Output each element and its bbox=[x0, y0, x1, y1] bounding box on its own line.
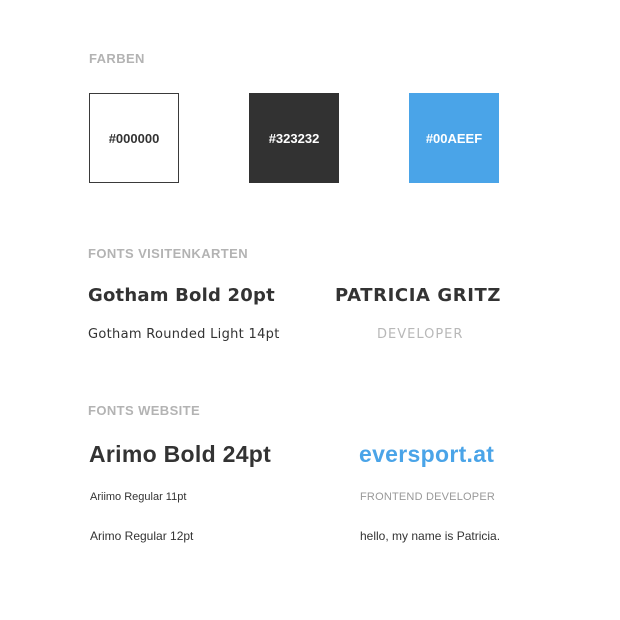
font-sample-gotham-bold: Gotham Bold 20pt bbox=[88, 285, 275, 306]
color-swatch-blue: #00AEEF bbox=[409, 93, 499, 183]
section-title-fonts-visitenkarten: FONTS VISITENKARTEN bbox=[88, 246, 248, 261]
website-brand-name: eversport.at bbox=[359, 441, 495, 467]
section-title-fonts-website: FONTS WEBSITE bbox=[88, 403, 201, 418]
business-card-name: PATRICIA GRITZ bbox=[335, 285, 502, 306]
font-sample-gotham-rounded-light: Gotham Rounded Light 14pt bbox=[88, 327, 280, 342]
font-sample-arimo-regular-12: Arimo Regular 12pt bbox=[90, 529, 194, 543]
business-card-role: DEVELOPER bbox=[377, 327, 464, 342]
website-role: FRONTEND DEVELOPER bbox=[360, 491, 496, 503]
swatch-label: #00AEEF bbox=[425, 130, 483, 146]
color-swatch-dark-gray: #323232 bbox=[249, 93, 339, 183]
swatch-label: #000000 bbox=[108, 130, 160, 146]
font-sample-arimo-bold: Arimo Bold 24pt bbox=[89, 441, 272, 467]
swatch-label: #323232 bbox=[268, 130, 320, 146]
section-title-farben: FARBEN bbox=[89, 51, 145, 66]
color-swatch-black: #000000 bbox=[89, 93, 179, 183]
website-intro-text: hello, my name is Patricia. bbox=[360, 529, 501, 543]
font-sample-arimo-regular-11: Ariimo Regular 11pt bbox=[90, 491, 187, 503]
